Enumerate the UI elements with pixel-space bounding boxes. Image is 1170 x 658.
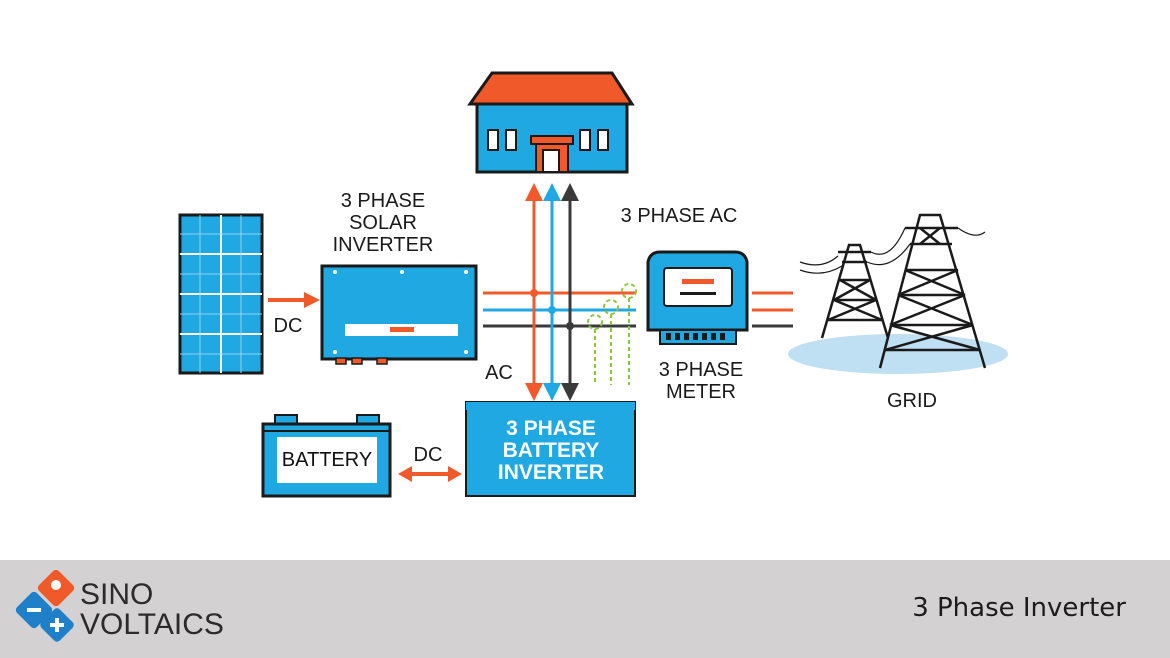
grid-pylon-icon	[788, 213, 1008, 374]
solar-inverter-label: 3 PHASE SOLAR INVERTER	[318, 190, 448, 256]
dc-battery-label: DC	[413, 444, 443, 466]
solar-panel-icon	[178, 213, 264, 375]
footer-bar: SINO VOLTAICS 3 Phase Inverter	[0, 560, 1170, 658]
logo-icon	[15, 569, 75, 642]
logo-text-line1: SINO	[80, 578, 154, 611]
solar-inverter-label-line2: SOLAR	[349, 212, 417, 234]
three-phase-ac-label: 3 PHASE AC	[620, 205, 738, 227]
ac-vertical-arrows	[525, 183, 579, 401]
battery-inverter-label-line3: INVERTER	[497, 461, 605, 484]
grid-lines	[752, 291, 793, 328]
solar-inverter-label-line1: 3 PHASE	[340, 190, 426, 212]
battery-inverter-label-line1: 3 PHASE	[506, 417, 596, 440]
meter-label: 3 PHASE METER	[648, 359, 754, 403]
dc-solar-label: DC	[273, 315, 303, 337]
meter-label-line2: METER	[666, 381, 736, 403]
meter-icon	[646, 250, 749, 345]
meter-label-line1: 3 PHASE	[658, 359, 744, 381]
battery-inverter-label: 3 PHASE BATTERY INVERTER	[467, 418, 635, 484]
grid-label: GRID	[887, 390, 937, 412]
ac-label: AC	[485, 362, 513, 384]
footer-title: 3 Phase Inverter	[912, 593, 1126, 623]
house-icon	[467, 71, 635, 174]
dc-arrow-solar	[268, 292, 320, 308]
battery-label: BATTERY	[277, 437, 377, 483]
battery-inverter-label-line2: BATTERY	[502, 439, 600, 462]
dc-arrow-battery	[398, 466, 462, 482]
ac-bus-lines	[483, 291, 636, 328]
solar-inverter-label-line3: INVERTER	[332, 234, 434, 256]
current-sensor-icons	[587, 283, 637, 385]
solar-inverter-icon	[320, 264, 478, 365]
battery-inverter-icon	[465, 401, 636, 497]
logo-text-line2: VOLTAICS	[80, 608, 224, 641]
